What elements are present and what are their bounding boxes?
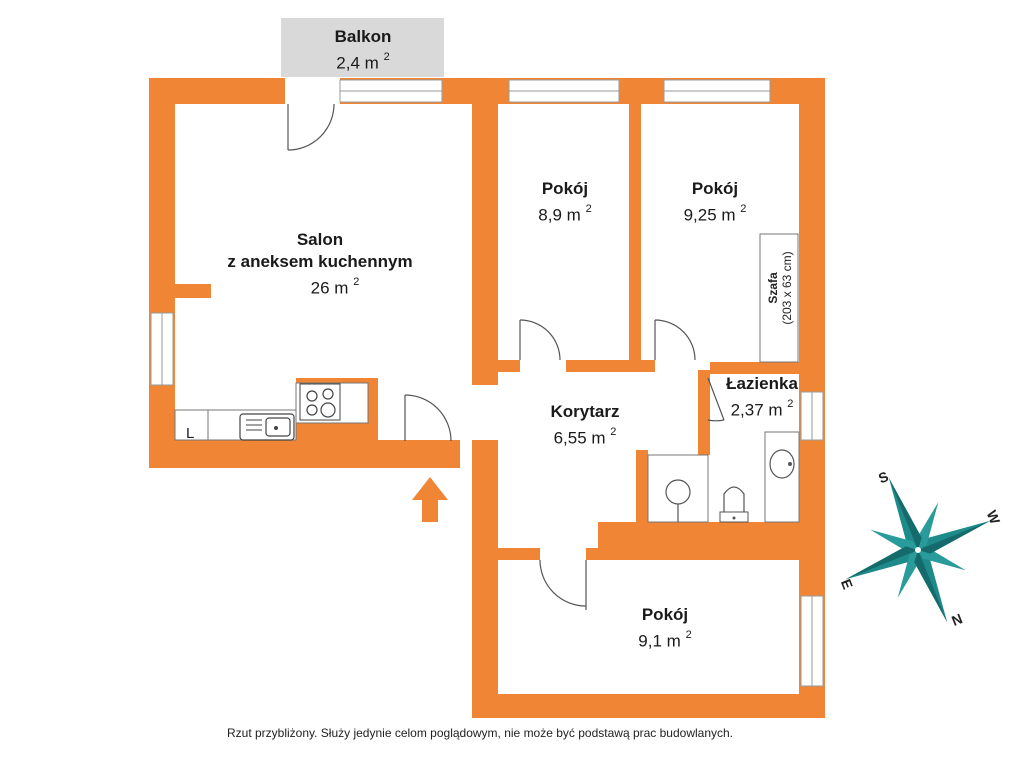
room-area: 9,1 m <box>638 631 681 651</box>
compass-rose-icon <box>845 477 991 623</box>
compass-n: N <box>949 610 964 629</box>
room-balkon: Balkon 2,4 m 2 <box>300 26 426 75</box>
openings <box>285 78 698 560</box>
compass-e: E <box>838 577 856 592</box>
wardrobe <box>759 233 799 363</box>
room-area: 2,4 m <box>336 53 379 73</box>
room-name-line2: z aneksem kuchennym <box>227 252 413 271</box>
disclaimer-text: Rzut przybliżony. Służy jedynie celom po… <box>226 726 734 740</box>
room-korytarz: Korytarz 6,55 m 2 <box>520 401 650 450</box>
room-name: Balkon <box>334 27 392 46</box>
room-area: 8,9 m <box>538 205 581 225</box>
room-area: 6,55 m <box>553 428 606 448</box>
room-area: 2,37 m <box>730 400 783 420</box>
room-lazienka: Łazienka 2,37 m 2 <box>716 373 808 422</box>
wardrobe-dims: (203 x 63 cm) <box>780 251 794 325</box>
entrance-arrow-icon <box>412 477 448 522</box>
windows <box>150 79 824 687</box>
area-unit-sup: 2 <box>383 51 390 63</box>
room-name: Salon <box>296 230 344 249</box>
room-pokoj-2: Pokój 9,25 m 2 <box>655 178 775 227</box>
balcony-area <box>281 18 444 77</box>
room-area: 26 m <box>310 278 349 298</box>
room-name: Pokój <box>641 605 689 624</box>
area-unit-sup: 2 <box>610 426 617 438</box>
room-salon: Salon z aneksem kuchennym 26 m 2 <box>205 229 435 300</box>
compass-s: S <box>876 468 891 486</box>
area-unit-sup: 2 <box>685 629 692 641</box>
room-pokoj-3: Pokój 9,1 m 2 <box>605 604 725 653</box>
area-unit-sup: 2 <box>353 276 360 288</box>
wardrobe-name: Szafa <box>766 272 780 304</box>
area-unit-sup: 2 <box>787 398 794 410</box>
wardrobe-label: Szafa (203 x 63 cm) <box>762 240 798 336</box>
fridge-label: L <box>186 425 195 442</box>
kitchen-counter <box>174 382 369 441</box>
compass-w: W <box>984 508 1004 527</box>
room-area: 9,25 m <box>683 205 736 225</box>
room-name: Łazienka <box>726 374 798 393</box>
room-name: Korytarz <box>550 402 620 421</box>
room-name: Pokój <box>541 179 589 198</box>
doors <box>287 103 725 610</box>
bathroom-fixtures <box>647 431 800 523</box>
area-unit-sup: 2 <box>585 203 592 215</box>
room-name: Pokój <box>691 179 739 198</box>
area-unit-sup: 2 <box>740 203 747 215</box>
room-pokoj-1: Pokój 8,9 m 2 <box>510 178 620 227</box>
